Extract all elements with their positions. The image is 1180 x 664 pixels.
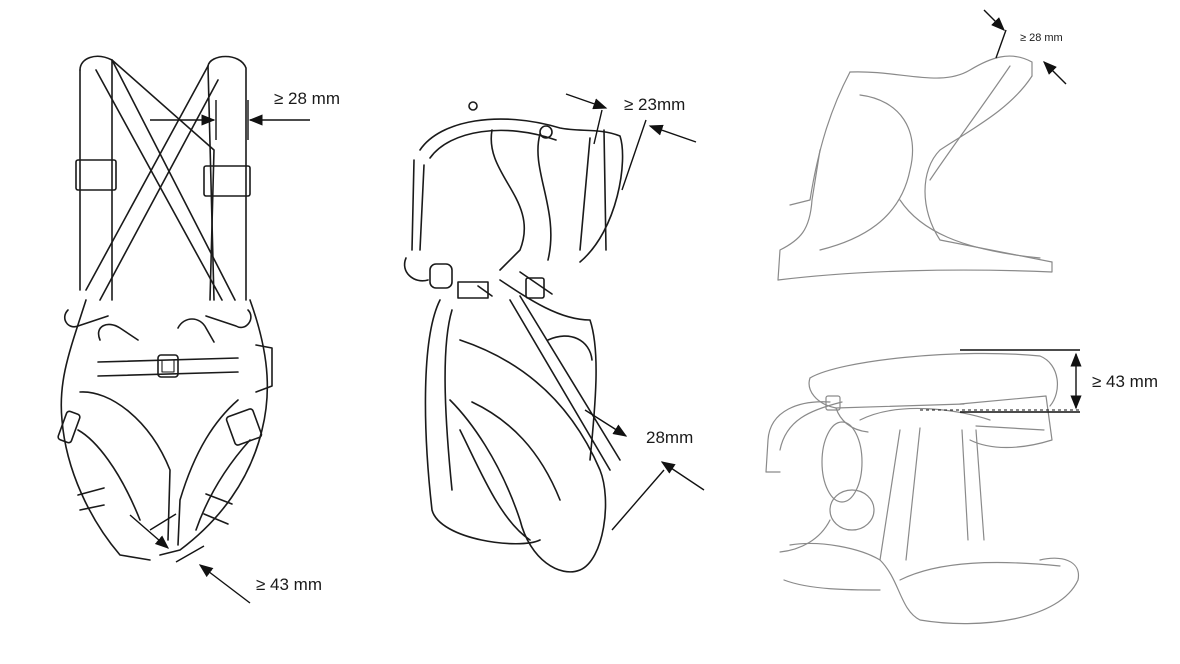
label-full-body-leg: ≥ 43 mm: [256, 575, 322, 594]
chest-harness-figure: [403, 93, 705, 573]
label-full-body-shoulder: ≥ 28 mm: [274, 89, 340, 108]
label-chest-leg: 28mm: [646, 428, 693, 447]
label-sit-waist: ≥ 43 mm: [1092, 372, 1158, 391]
full-body-harness-figure: [57, 55, 310, 604]
label-chest-top: ≥ 28 mm: [1020, 32, 1063, 44]
label-chest-shoulder: ≥ 23mm: [624, 95, 685, 114]
sit-harness-sketch: [765, 349, 1082, 625]
chest-harness-sketch: [777, 9, 1067, 281]
